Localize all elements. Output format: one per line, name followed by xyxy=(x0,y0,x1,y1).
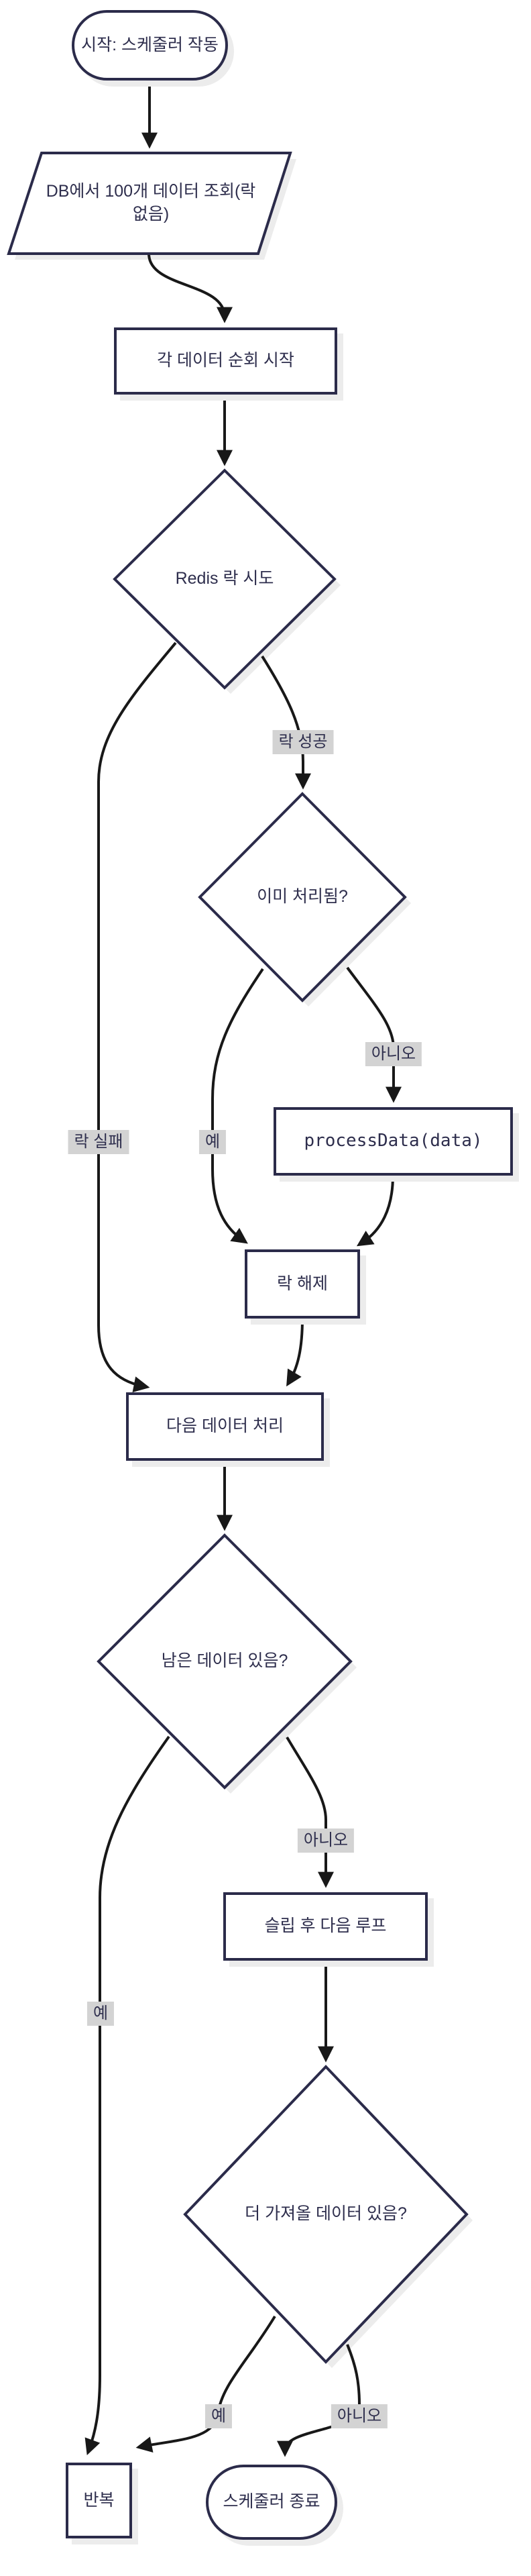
node-query-db: DB에서 100개 데이터 조회(락 없음) xyxy=(37,161,265,246)
diamond-remaining-data-shape xyxy=(97,1533,353,1790)
node-sleep-next-loop-label: 슬립 후 다음 루프 xyxy=(264,1916,387,1936)
node-redis-lock-try: Redis 락 시도 xyxy=(124,562,325,596)
node-redis-lock-try-label: Redis 락 시도 xyxy=(175,569,274,588)
edge-more-no xyxy=(277,2344,361,2457)
edge-process-unlock xyxy=(356,1175,394,1247)
edge-label-already-no: 아니오 xyxy=(365,1042,422,1066)
node-shapes xyxy=(7,152,469,2364)
edge-already-yes xyxy=(211,968,264,1244)
node-next-data-label: 다음 데이터 처리 xyxy=(166,1416,284,1436)
node-start: 시작: 스케줄러 작동 xyxy=(72,10,228,81)
node-start-label: 시작: 스케줄러 작동 xyxy=(81,35,219,54)
edge-label-lock-fail: 락 실패 xyxy=(68,1130,129,1154)
edge-label-remaining-yes: 예 xyxy=(86,2002,115,2026)
edge-unlock-next xyxy=(286,1318,304,1387)
node-end: 스케줄러 종료 xyxy=(206,2465,337,2540)
node-more-data-label: 더 가져올 데이터 있음? xyxy=(245,2204,407,2224)
node-remaining-data: 남은 데이터 있음? xyxy=(124,1645,325,1678)
diamond-more-data-shape xyxy=(183,2065,469,2364)
diamond-already-processed-shape xyxy=(198,792,407,1002)
node-end-label: 스케줄러 종료 xyxy=(223,2492,320,2512)
node-release-lock-label: 락 해제 xyxy=(277,1274,328,1293)
edge-remaining-yes xyxy=(84,1735,170,2456)
edge-label-lock-success: 락 성공 xyxy=(272,730,334,754)
node-repeat-label: 반복 xyxy=(83,2490,115,2510)
node-release-lock: 락 해제 xyxy=(245,1249,360,1319)
node-sleep-next-loop: 슬립 후 다음 루프 xyxy=(223,1892,428,1961)
node-repeat: 반복 xyxy=(66,2463,132,2538)
node-query-db-label: DB에서 100개 데이터 조회(락 없음) xyxy=(46,182,256,223)
node-more-data: 더 가져올 데이터 있음? xyxy=(225,2198,426,2231)
edge-lock-fail xyxy=(97,641,177,1392)
diamond-redis-lock-shape xyxy=(113,468,337,690)
edge-label-more-yes: 예 xyxy=(204,2404,233,2428)
edge-remaining-no xyxy=(286,1736,334,1888)
node-process-data-label: processData(data) xyxy=(304,1131,483,1151)
node-already-processed: 이미 처리됨? xyxy=(202,880,403,914)
node-process-data: processData(data) xyxy=(274,1107,513,1176)
node-iterate-start: 각 데이터 순회 시작 xyxy=(114,327,337,395)
node-iterate-start-label: 각 데이터 순회 시작 xyxy=(157,351,294,370)
edge-label-already-yes: 예 xyxy=(198,1130,227,1154)
node-already-processed-label: 이미 처리됨? xyxy=(257,887,348,907)
edge-lock-success xyxy=(261,655,311,790)
edge-label-more-no: 아니오 xyxy=(331,2404,388,2428)
node-remaining-data-label: 남은 데이터 있음? xyxy=(161,1651,288,1671)
node-next-data: 다음 데이터 처리 xyxy=(126,1392,324,1461)
parallelogram-query-shape xyxy=(7,152,292,255)
edge-query-iterate xyxy=(148,253,233,323)
edge-label-remaining-no: 아니오 xyxy=(297,1828,355,1853)
edge-already-no xyxy=(346,966,402,1103)
